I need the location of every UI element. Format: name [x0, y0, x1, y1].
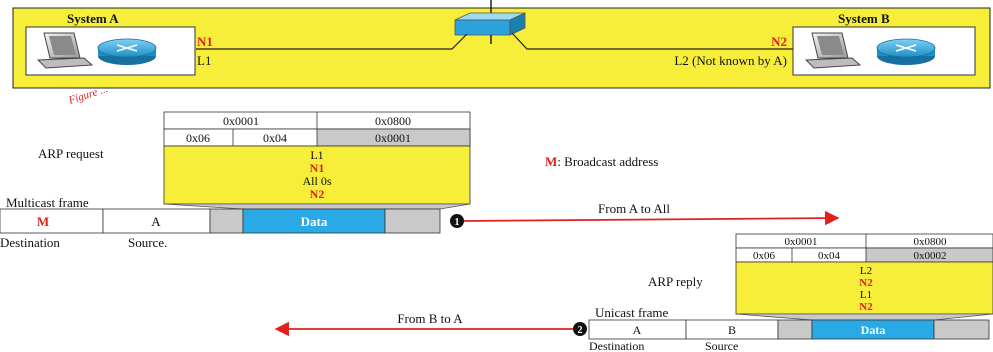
arp-request-line: N2	[310, 187, 325, 201]
arp-reply-proto-len: 0x04	[818, 250, 841, 262]
arp-request-label: ARP request	[38, 146, 104, 161]
arp-reply-packet	[735, 233, 993, 315]
legend: M: Broadcast address	[545, 154, 658, 169]
arp-request-proto-type: 0x0800	[375, 114, 411, 128]
arp-request-line: All 0s	[302, 174, 331, 188]
arp-reply-hw-len: 0x06	[753, 250, 776, 262]
step-2-number: 2	[578, 325, 583, 336]
frame1-title: Multicast frame	[6, 195, 89, 210]
l2-label: L2 (Not known by A)	[674, 53, 787, 68]
arp-reply-line: L2	[860, 265, 872, 277]
arrow2-label: From B to A	[397, 311, 463, 326]
arp-request-hw-len: 0x06	[186, 131, 210, 145]
system-a-label: System A	[67, 11, 119, 26]
frame1-dest: M	[37, 214, 49, 229]
legend-key: M	[545, 154, 557, 169]
arp-reply-label: ARP reply	[648, 274, 703, 289]
legend-text: : Broadcast address	[557, 154, 658, 169]
frame1	[0, 208, 441, 234]
router-icon	[97, 38, 157, 65]
router-icon	[876, 38, 936, 65]
step-1-badge	[450, 214, 464, 228]
arp-request-operation: 0x0001	[375, 131, 411, 145]
frame1-dest-label: Destination	[0, 235, 60, 250]
laptop-icon	[36, 32, 94, 69]
frame1-data: Data	[301, 214, 328, 229]
laptop-icon	[804, 32, 862, 69]
arp-request-line: L1	[310, 148, 323, 162]
packet-expansion	[735, 313, 993, 321]
frame2-dest-label: Destination	[589, 339, 644, 352]
frame2-title: Unicast frame	[595, 305, 669, 320]
network-cable	[196, 33, 468, 50]
frame2-src: B	[728, 323, 736, 337]
frame2-src-label: Source	[705, 339, 738, 352]
frame2-dest: A	[633, 323, 642, 337]
step-2-badge	[573, 322, 587, 336]
n2-label: N2	[771, 34, 787, 49]
arp-request-packet	[163, 111, 471, 205]
n1-label: N1	[197, 34, 213, 49]
frame2	[588, 319, 990, 340]
l1-label: L1	[197, 53, 211, 68]
frame1-src: A	[151, 214, 161, 229]
frame2-data: Data	[861, 323, 886, 337]
arp-reply-hw-type: 0x0001	[785, 236, 818, 248]
arrow1-label: From A to All	[598, 201, 670, 216]
arp-request-hw-type: 0x0001	[223, 114, 259, 128]
arp-reply-line: L1	[860, 289, 872, 301]
step-1-number: 1	[455, 217, 460, 228]
arrow-a-to-all	[463, 210, 840, 226]
arp-reply-line: N2	[859, 301, 873, 313]
switch-icon	[454, 0, 526, 44]
arp-request-proto-len: 0x04	[263, 131, 287, 145]
packet-expansion	[163, 203, 471, 210]
arp-reply-line: N2	[859, 277, 873, 289]
frame1-src-label: Source.	[128, 235, 167, 250]
arp-reply-operation: 0x0002	[914, 250, 947, 262]
arp-request-line: N1	[310, 161, 325, 175]
arp-reply-proto-type: 0x0800	[914, 236, 948, 248]
system-b-label: System B	[838, 11, 890, 26]
network-cable	[511, 32, 793, 50]
